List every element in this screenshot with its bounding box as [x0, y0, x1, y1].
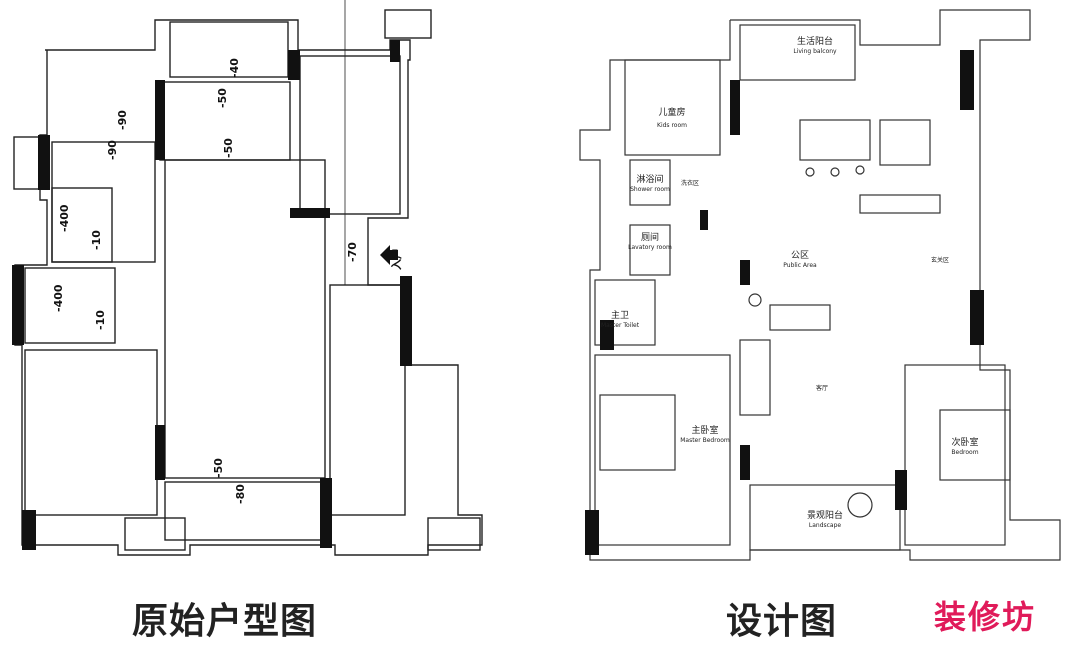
- shower-room-outline: [629, 159, 671, 206]
- room-outline: [164, 159, 326, 479]
- wall-segment: [155, 80, 165, 160]
- wall-segment: [288, 50, 300, 80]
- master-bed: [599, 394, 676, 471]
- wall-segment: [585, 510, 599, 555]
- cabinet: [859, 194, 941, 214]
- balcony-box: [427, 517, 481, 551]
- stool: [805, 167, 815, 177]
- bedroom-outline: [904, 364, 1006, 546]
- master-toilet-outline: [594, 279, 656, 346]
- lavatory-label: 厕间: [641, 231, 659, 243]
- watermark-logo: 装修坊: [934, 598, 1037, 636]
- kids-room-label: 儿童房: [658, 106, 685, 118]
- elevation-mark: -400: [52, 284, 65, 312]
- room-outline: [299, 55, 401, 215]
- design-plan-caption: 设计图: [726, 601, 838, 642]
- original-floor-plan: -40 -50 -50 -90 -90 -400 -10 -400 -10 -7…: [0, 0, 520, 580]
- elevation-mark: -50: [222, 138, 235, 158]
- elevation-mark: -50: [216, 88, 229, 108]
- elevation-mark: -10: [94, 310, 107, 330]
- living-balcony-en-label: Living balcony: [793, 48, 837, 55]
- elevation-mark: -90: [116, 110, 129, 130]
- wall-segment: [22, 510, 36, 550]
- balcony-box: [124, 517, 186, 551]
- master-toilet-label: 主卫: [611, 309, 629, 321]
- round-table: [847, 492, 873, 518]
- kitchen-island: [799, 119, 871, 161]
- wall-segment: [895, 470, 907, 510]
- dining-table: [879, 119, 931, 166]
- wall-segment: [970, 290, 984, 345]
- room-outline: [24, 349, 158, 516]
- lavatory-outline: [629, 224, 671, 276]
- wall-segment: [290, 208, 330, 218]
- master-bedroom-outline: [594, 354, 731, 546]
- wall-segment: [700, 210, 708, 230]
- elevation-mark: -80: [234, 484, 247, 504]
- balcony-box: [384, 9, 432, 39]
- entrance-label: 入户: [389, 248, 403, 270]
- second-bed: [939, 409, 1011, 481]
- master-toilet-en-label: Master Toilet: [601, 322, 640, 329]
- wall-segment: [155, 425, 165, 480]
- entry-zone-label: 玄关区: [931, 256, 949, 264]
- elevation-mark: -90: [106, 140, 119, 160]
- public-area-label: 公区: [791, 250, 809, 261]
- elevation-mark: -70: [346, 242, 359, 262]
- wall-segment: [38, 135, 50, 190]
- master-bedroom-label: 主卧室: [691, 424, 718, 436]
- ottoman: [769, 304, 831, 331]
- original-plan-caption: 原始户型图: [132, 601, 318, 642]
- design-floor-plan: 儿童房 Kids room 生活阳台 Living balcony 淋浴间 Sh…: [560, 0, 1080, 580]
- room-outline: [51, 187, 113, 263]
- public-area-en-label: Public Area: [783, 262, 817, 269]
- original-plan-drawing: -40 -50 -50 -90 -90 -400 -10 -400 -10 -7…: [12, 0, 483, 556]
- room-outline: [24, 267, 116, 344]
- lamp-icon: [748, 293, 762, 307]
- room-outline: [169, 21, 289, 78]
- design-plan-drawing: 儿童房 Kids room 生活阳台 Living balcony 淋浴间 Sh…: [579, 9, 1061, 561]
- wall-segment: [390, 40, 400, 62]
- elevation-mark: -40: [228, 58, 241, 78]
- living-balcony-label: 生活阳台: [797, 35, 833, 47]
- bedroom-en-label: Bedroom: [951, 449, 978, 456]
- elevation-mark: -50: [212, 458, 225, 478]
- wall-segment: [320, 478, 332, 548]
- wall-segment: [400, 276, 412, 366]
- wall-segment: [740, 445, 750, 480]
- master-bedroom-en-label: Master Bedroom: [680, 437, 730, 444]
- laundry-label: 洗衣区: [681, 179, 699, 187]
- elevation-mark: -10: [90, 230, 103, 250]
- landscape-outline: [749, 484, 901, 551]
- lavatory-en-label: Lavatory room: [628, 244, 672, 251]
- wall-segment: [730, 80, 740, 135]
- kids-room-en-label: Kids room: [657, 122, 687, 129]
- room-outline: [51, 141, 156, 263]
- stool: [830, 167, 840, 177]
- shower-room-label: 淋浴间: [636, 173, 663, 185]
- landscape-label: 景观阳台: [807, 509, 843, 521]
- sofa: [739, 339, 771, 416]
- wall-segment: [12, 265, 24, 345]
- landscape-en-label: Landscape: [809, 522, 842, 529]
- wall-segment: [960, 50, 974, 110]
- room-outline: [329, 284, 406, 516]
- elevation-mark: -400: [58, 204, 71, 232]
- stool: [855, 165, 865, 175]
- bedroom-label: 次卧室: [951, 436, 978, 448]
- living-room-label: 客厅: [816, 384, 828, 392]
- living-balcony-outline: [739, 24, 856, 81]
- wall-segment: [600, 320, 614, 350]
- kids-room-outline: [624, 59, 721, 156]
- entrance-arrow-icon: [380, 245, 398, 265]
- wall-segment: [740, 260, 750, 285]
- balcony-box: [13, 136, 43, 190]
- shower-room-en-label: Shower room: [630, 186, 670, 193]
- outer-wall: [579, 9, 1061, 561]
